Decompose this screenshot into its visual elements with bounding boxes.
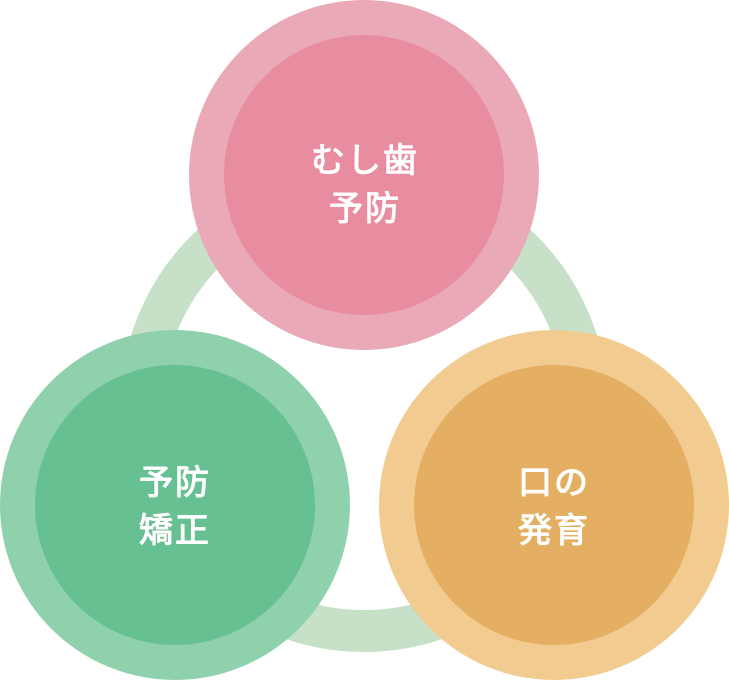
label-oral-development-line2: 発育 (518, 511, 590, 551)
label-preventive-orthodontics-line2: 矯正 (139, 511, 211, 551)
label-cavity-prevention-line2: 予防 (329, 189, 401, 229)
circle-oral-development-inner (414, 365, 694, 645)
label-oral-development-line1: 口の (518, 463, 590, 503)
label-cavity-prevention: むし歯 予防 (265, 137, 465, 233)
circle-cavity-prevention-inner (224, 35, 504, 315)
label-oral-development: 口の 発育 (454, 459, 654, 555)
circle-cavity-prevention (189, 0, 539, 350)
circle-preventive-orthodontics-inner (35, 365, 315, 645)
label-cavity-prevention-line1: むし歯 (311, 141, 419, 181)
circle-preventive-orthodontics (0, 330, 350, 680)
label-preventive-orthodontics: 予防 矯正 (75, 459, 275, 555)
label-preventive-orthodontics-line1: 予防 (139, 463, 211, 503)
circle-oral-development (379, 330, 729, 680)
